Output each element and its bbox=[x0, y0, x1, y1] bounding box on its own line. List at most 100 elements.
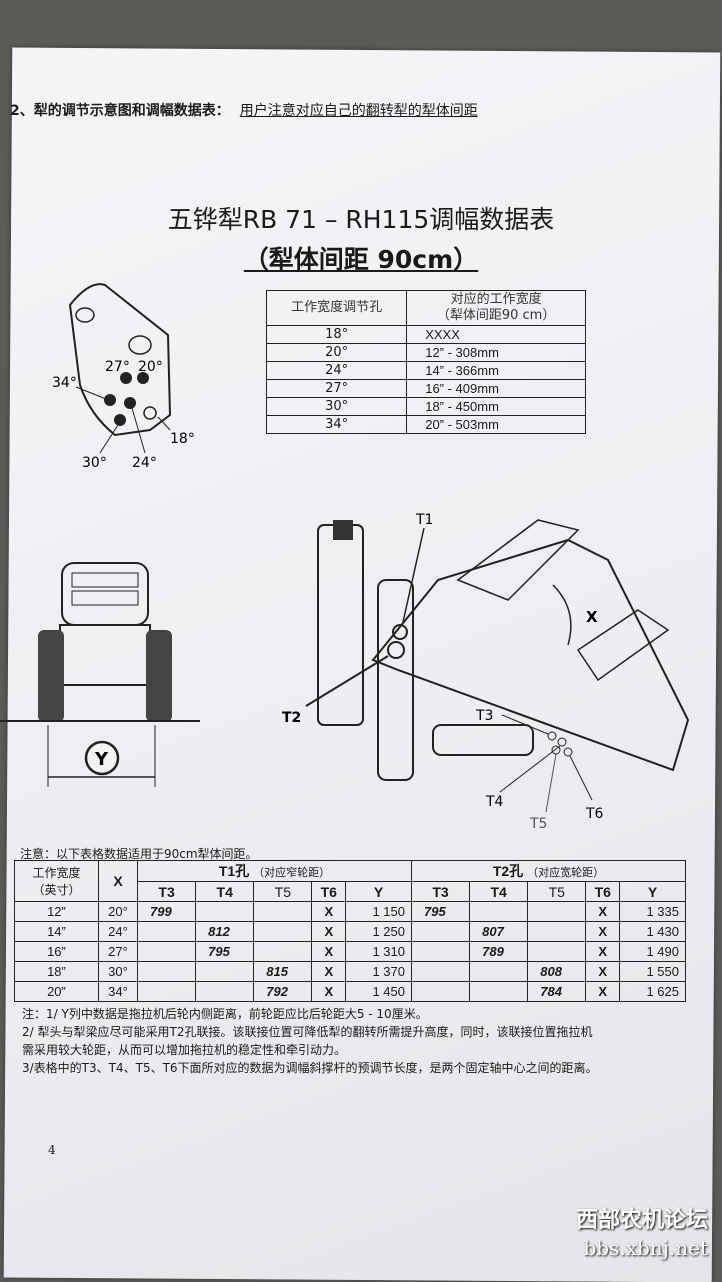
cell-t2-t3: 795 bbox=[410, 901, 471, 922]
col-t3: T3 bbox=[410, 881, 471, 902]
plough-beam bbox=[371, 538, 690, 772]
col-t6: T6 bbox=[585, 881, 621, 902]
cell-t2-t5 bbox=[527, 941, 587, 962]
x-arc bbox=[552, 584, 572, 646]
cell-t2-t3 bbox=[410, 921, 471, 942]
settings-table: 工作宽度（英寸） X T1孔 （对应窄轮距） T2孔 （对应宽轮距） T3 T4… bbox=[14, 860, 687, 1002]
cell-hole: 34° bbox=[265, 415, 408, 434]
top-link bbox=[333, 520, 353, 540]
cell-t1-t5 bbox=[253, 941, 313, 962]
col-t5: T5 bbox=[253, 881, 313, 902]
cell-t1-t3 bbox=[137, 921, 197, 942]
cell-t2-t5: 784 bbox=[527, 981, 587, 1002]
cell-t1-t3 bbox=[137, 981, 197, 1002]
plough-body-lower bbox=[576, 609, 670, 682]
hole-30 bbox=[114, 414, 126, 426]
page-title: 五铧犁RB 71 – RH115调幅数据表 bbox=[167, 205, 555, 234]
cell-width: 12” bbox=[14, 901, 99, 922]
cell-width: 18” - 450mm bbox=[406, 397, 586, 416]
cell-t2-t3 bbox=[410, 941, 471, 962]
group-t2-sub: （对应宽轮距） bbox=[527, 867, 605, 879]
cell-t2-t3 bbox=[410, 961, 471, 982]
cell-t1-t6: X bbox=[311, 981, 347, 1002]
label-t4: T4 bbox=[485, 794, 504, 810]
table-header-row: 工作宽度调节孔 对应的工作宽度（犁体间距90 cm） bbox=[265, 290, 586, 326]
label-18: 18° bbox=[170, 431, 195, 447]
bracket-diagram: 27° 20° 34° 18° 30° 24° bbox=[52, 283, 195, 471]
cell-t1-t3 bbox=[137, 941, 197, 962]
col-working-width: 工作宽度（英寸） bbox=[14, 860, 99, 902]
hole-t6 bbox=[563, 747, 573, 757]
cell-width: 16” bbox=[14, 941, 99, 962]
subtitle-prefix: （犁体间距 bbox=[243, 245, 378, 274]
footnote-1: 注：1/ Y列中数据是拖拉机后轮内侧距离，前轮距应比后轮距大5 - 10厘米。 bbox=[22, 1007, 428, 1021]
cell-t1-t5 bbox=[253, 901, 313, 922]
cell-t1-t6: X bbox=[311, 901, 347, 922]
cell-width: XXXX bbox=[406, 325, 586, 344]
hole-27 bbox=[120, 372, 132, 384]
cell-t2-t6: X bbox=[585, 901, 621, 922]
cell-x: 20° bbox=[97, 901, 139, 922]
section-heading-text: 2、犁的调节示意图和调幅数据表： bbox=[10, 103, 230, 119]
page-number: 4 bbox=[48, 1143, 56, 1157]
leader-t3 bbox=[501, 714, 549, 735]
leader-t5 bbox=[545, 753, 557, 813]
cell-t2-t5 bbox=[527, 901, 587, 922]
cell-t1-y: 1 450 bbox=[345, 981, 412, 1002]
cell-t2-y: 1 430 bbox=[619, 921, 686, 942]
label-34: 34° bbox=[52, 375, 77, 391]
cell-t1-y: 1 310 bbox=[345, 941, 412, 962]
hole-24 bbox=[124, 397, 136, 409]
label-t1: T1 bbox=[415, 512, 433, 528]
table-row: 14” 24° 812 X 1 250 807 X 1 430 bbox=[14, 921, 686, 942]
col-y: Y bbox=[345, 881, 412, 902]
tractor-window-top bbox=[71, 572, 139, 588]
cell-t2-t4: 789 bbox=[469, 941, 529, 962]
section-heading-note: 用户注意对应自己的翻转犁的犁体间距 bbox=[239, 103, 478, 119]
cell-x: 24° bbox=[97, 921, 139, 942]
col-working-width-line2: （犁体间距90 cm） bbox=[436, 308, 556, 323]
hole-t3 bbox=[547, 731, 557, 741]
footnote-3: 3/表格中的T3、T4、T5、T6下面所对应的数据为调幅斜撑杆的预调节长度，是两… bbox=[22, 1061, 598, 1075]
cell-t2-t4: 807 bbox=[469, 921, 529, 942]
adjuster-strut bbox=[432, 724, 534, 756]
label-t2: T2 bbox=[282, 710, 301, 726]
bracket-top-hole bbox=[75, 307, 95, 323]
subtitle-suffix: ） bbox=[453, 245, 479, 274]
cell-t2-t6: X bbox=[585, 921, 621, 942]
hole-t4 bbox=[557, 737, 567, 747]
cell-t2-t5: 808 bbox=[527, 961, 587, 982]
cell-hole: 24° bbox=[265, 361, 408, 380]
col-adjust-hole: 工作宽度调节孔 bbox=[265, 290, 408, 326]
table-row: 27°16” - 409mm bbox=[265, 379, 586, 398]
cell-width: 12” - 308mm bbox=[406, 343, 586, 362]
cell-t2-t3 bbox=[410, 981, 471, 1002]
cell-t1-t4: 795 bbox=[195, 941, 255, 962]
group-t1-sub: （对应窄轮距） bbox=[253, 867, 331, 879]
label-27: 27° bbox=[105, 359, 130, 375]
table-subheader-row: T3 T4 T5 T6 Y T3 T4 T5 T6 Y bbox=[15, 881, 686, 902]
col-t3: T3 bbox=[137, 881, 197, 902]
hole-20 bbox=[137, 372, 149, 384]
table-row: 30°18” - 450mm bbox=[265, 397, 586, 416]
col-working-width-label: 工作宽度 bbox=[32, 866, 81, 880]
cell-t2-t6: X bbox=[585, 981, 621, 1002]
cell-t2-t6: X bbox=[585, 961, 621, 982]
footnote-2: 2/ 犁头与犁梁应尽可能采用T2孔联接。该联接位置可降低犁的翻转所需提升高度，同… bbox=[22, 1025, 593, 1039]
cell-t1-t5 bbox=[253, 921, 313, 942]
cell-x: 27° bbox=[97, 941, 139, 962]
cell-t2-t4 bbox=[469, 961, 529, 982]
footnotes: 注：1/ Y列中数据是拖拉机后轮内侧距离，前轮距应比后轮距大5 - 10厘米。 … bbox=[22, 1005, 712, 1077]
cell-t1-t4 bbox=[195, 901, 255, 922]
cell-t2-t5 bbox=[527, 921, 587, 942]
hole-18 bbox=[143, 406, 157, 420]
subtitle-value: 90cm bbox=[377, 245, 454, 274]
col-y: Y bbox=[619, 881, 686, 902]
cell-t2-t4 bbox=[469, 981, 529, 1002]
leader-t4 bbox=[499, 745, 561, 793]
table-row: 20” 34° 792 X 1 450 784 X 1 625 bbox=[14, 981, 686, 1002]
y-label: Y bbox=[94, 749, 109, 770]
page-subtitle: （犁体间距 90cm） bbox=[0, 240, 722, 276]
y-marker bbox=[84, 740, 120, 776]
table-row: 16” 27° 795 X 1 310 789 X 1 490 bbox=[14, 941, 686, 962]
